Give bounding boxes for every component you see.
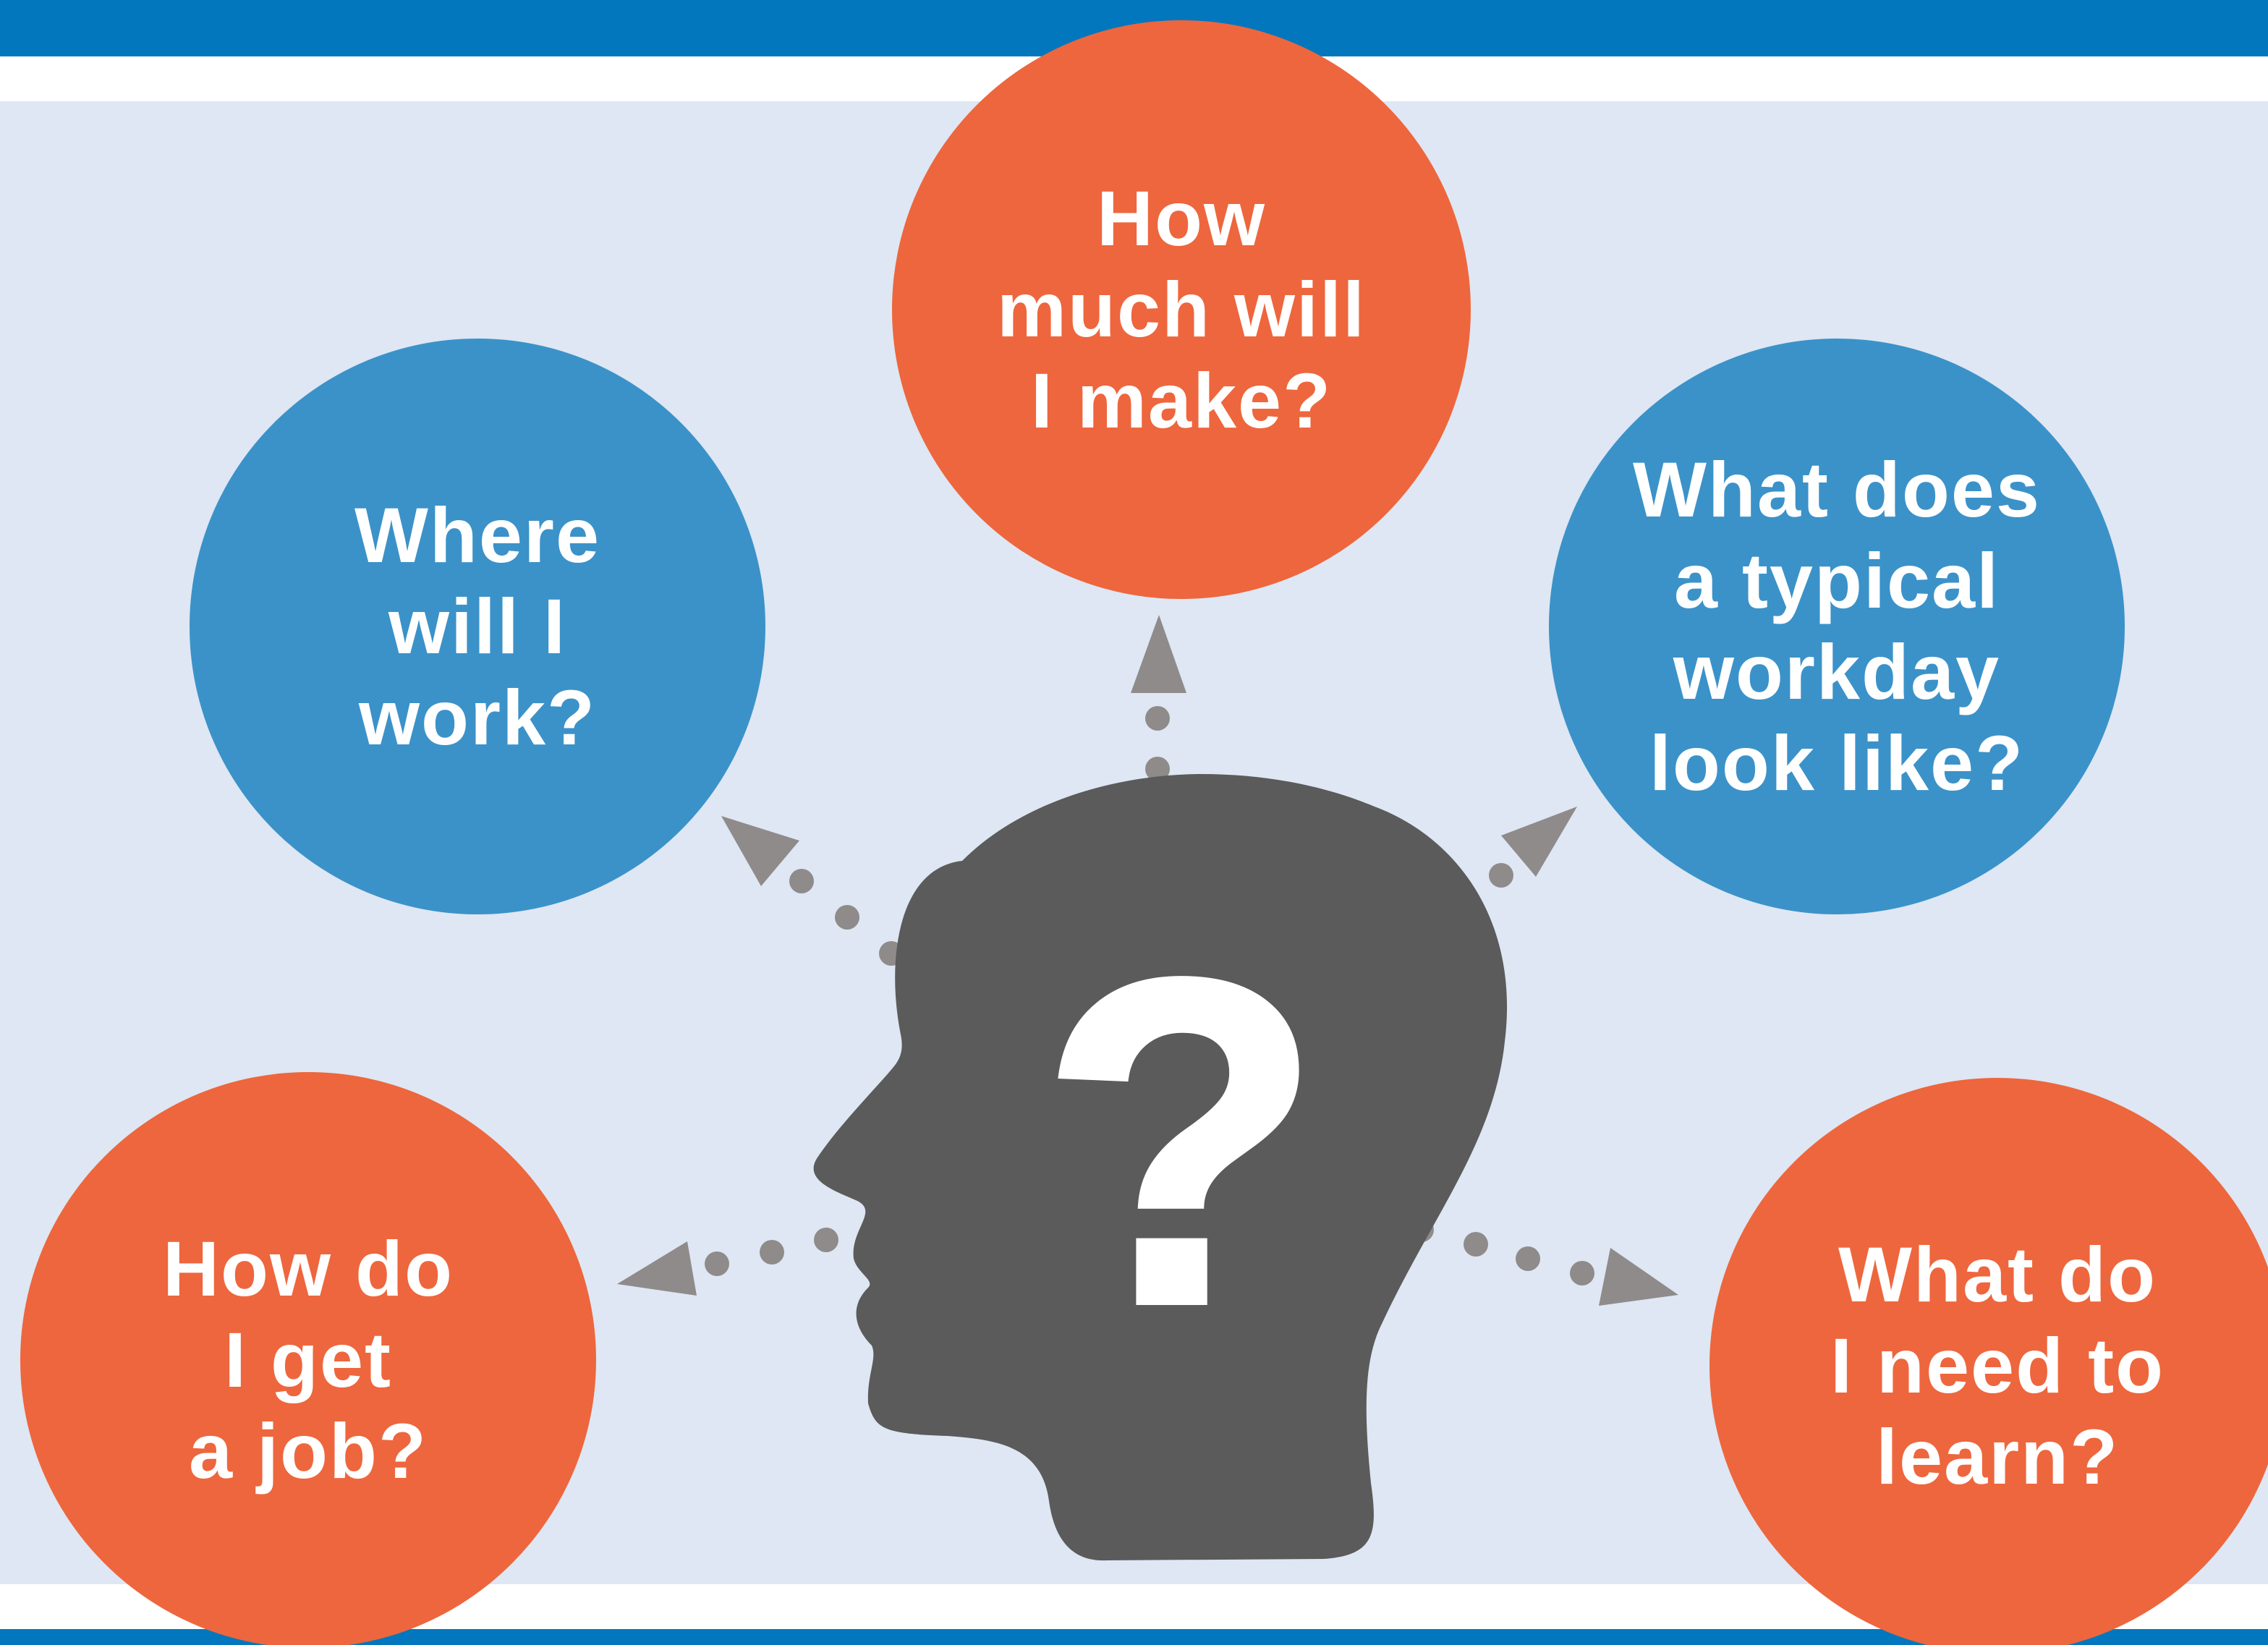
question-text-learn: What do I need to learn? — [1830, 1230, 2165, 1500]
head-silhouette-icon — [813, 774, 1508, 1561]
bottom-blue-band — [0, 1629, 2268, 1645]
connector-dot — [789, 869, 814, 893]
question-text-get-job: How do I get a job? — [163, 1225, 454, 1495]
connector-dot — [705, 1251, 729, 1276]
connector-dot — [1489, 863, 1513, 888]
connector-dot — [835, 905, 859, 930]
question-bubble-workplace: Where will I work? — [190, 339, 765, 914]
connector-dot — [1145, 757, 1170, 781]
question-text-workplace: Where will I work? — [354, 491, 601, 761]
question-bubble-learn: What do I need to learn? — [1710, 1078, 2268, 1645]
question-bubble-get-job: How do I get a job? — [20, 1072, 596, 1645]
connector-dot — [760, 1240, 784, 1264]
arrowhead-icon — [721, 816, 799, 886]
question-text-workday: What does a typical workday look like? — [1632, 446, 2041, 807]
question-bubble-salary: How much will I make? — [892, 20, 1471, 599]
connector-dot — [1570, 1261, 1594, 1285]
arrowhead-icon — [1131, 615, 1186, 693]
question-mark: ? — [1040, 883, 1323, 1400]
question-text-salary: How much will I make? — [996, 174, 1367, 444]
question-bubble-workday: What does a typical workday look like? — [1549, 339, 2125, 914]
connector-dot — [814, 1228, 838, 1252]
arrowhead-icon — [1501, 807, 1577, 877]
connector-dot — [1516, 1246, 1540, 1271]
connector-dot — [1464, 1232, 1488, 1257]
arrowhead-icon — [617, 1241, 697, 1296]
connector-dot — [1145, 706, 1170, 731]
arrowhead-icon — [1599, 1248, 1678, 1306]
